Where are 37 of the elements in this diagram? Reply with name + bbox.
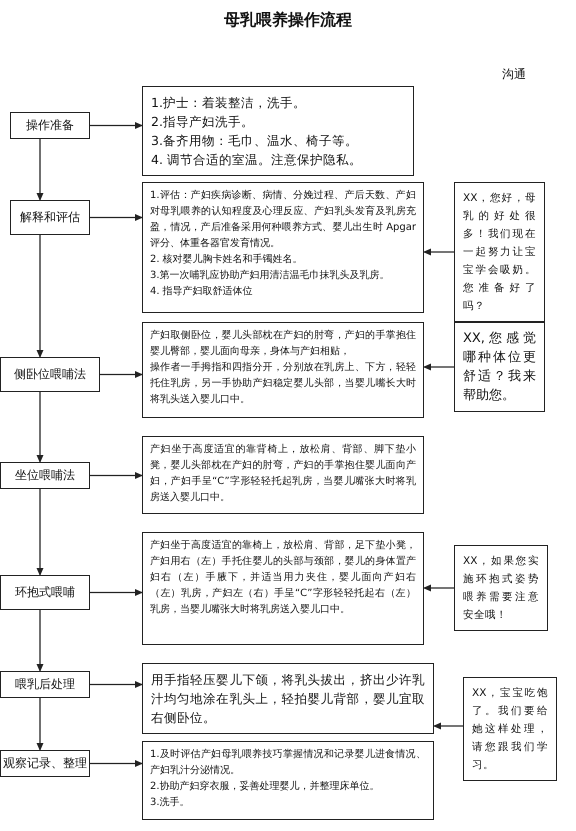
arrow	[90, 681, 143, 688]
arrow	[36, 610, 44, 672]
speech-box: XX，宝宝吃饱了。我们要给她这样处理，请您跟我们学习。	[463, 677, 557, 781]
arrow	[100, 371, 143, 378]
arrow	[36, 489, 44, 576]
arrow	[36, 392, 44, 463]
content-box: 产妇坐于高度适宜的靠背椅上，放松肩、背部、脚下垫小凳，婴儿头部枕在产妇的肘弯，产妇的手掌抱住婴儿面向产妇，产妇手呈“C”字形轻轻托起乳房，当婴儿嘴张大时将乳房送入婴儿口中。	[142, 436, 424, 514]
arrow	[36, 235, 44, 358]
content-box: 产妇取侧卧位，婴儿头部枕在产妇的肘弯，产妇的手掌抱住婴儿臀部，婴儿面向母亲，身体与产妇相贴， 操作者一手拇指和四指分开，分别放在乳房上、下方，轻轻托住乳房，另一手协助产妇稳定婴儿头部，当婴儿嘴长大时将乳头送入婴儿口中。	[142, 322, 424, 418]
arrow	[36, 139, 44, 201]
step-box: 环抱式喂哺	[0, 575, 90, 610]
step-box: 观察记录、整理	[0, 750, 90, 777]
step-box: 解释和评估	[10, 200, 90, 235]
step-box: 操作准备	[10, 112, 90, 139]
speech-box: XX，如果您实施环抱式姿势喂养需要注意安全哦！	[454, 545, 548, 631]
content-box: 产妇坐于高度适宜的靠椅上，放松肩、背部，足下垫小凳，产妇用右（左）手托住婴儿的头部与颈部，婴儿的身体置产妇右（左）手腋下，并适当用力夹住，婴儿面向产妇右（左）乳房，产妇左（右）手呈“C”字形轻轻托起右（左）乳房，当婴儿嘴张大时将乳房送入婴儿口中。	[142, 532, 424, 645]
arrow	[90, 214, 143, 221]
step-box: 坐位喂哺法	[0, 462, 90, 489]
arrow	[90, 472, 143, 479]
arrow	[36, 698, 44, 751]
step-box: 侧卧位喂哺法	[0, 357, 100, 392]
speech-box: XX,您感觉哪种体位更舒适？我来帮助您。	[454, 322, 545, 412]
arrow	[423, 584, 454, 592]
arrow	[90, 589, 143, 596]
speech-box: XX，您好，母乳的好处很多！我们现在一起努力让宝宝学会吸奶。您准备好了吗？	[454, 182, 545, 322]
content-box: 用手指轻压婴儿下颌，将乳头拔出，挤出少许乳汁均匀地涂在乳头上，轻拍婴儿背部，婴儿宜取右侧卧位。	[142, 663, 434, 734]
arrow	[423, 364, 454, 370]
title: 母乳喂养操作流程	[223, 10, 353, 31]
step-box: 喂乳后处理	[0, 671, 90, 698]
arrow	[90, 122, 143, 129]
arrow	[433, 722, 463, 730]
content-box: 1.评估：产妇疾病诊断、病情、分娩过程、产后天数、产妇对母乳喂养的认知程度及心理反应、产妇乳头发育及乳房充盈，情况，产后准备采用何种喂养方式、婴儿出生时 Apgar 评分、体重各器官发育情况。 2. 核对婴儿胸卡姓名和手镯姓名。 3.第一次哺乳应协助产妇用清洁温毛巾抹乳头及乳房。 4. 指导产妇取舒适体位	[142, 182, 424, 313]
content-box: 1.护士：着装整洁，洗手。 2.指导产妇洗手。 3.备齐用物：毛巾、温水、椅子等。 4. 调节合适的室温。注意保护隐私。	[142, 86, 414, 176]
content-box: 1.及时评估产妇母乳喂养技巧掌握情况和记录婴儿进食情况、产妇乳汁分泌情况。 2.协助产妇穿衣服，妥善处理婴儿，并整理床单位。 3.洗手。	[142, 741, 434, 820]
arrow	[90, 760, 143, 767]
arrow	[423, 248, 454, 256]
label: 沟通	[502, 66, 526, 83]
